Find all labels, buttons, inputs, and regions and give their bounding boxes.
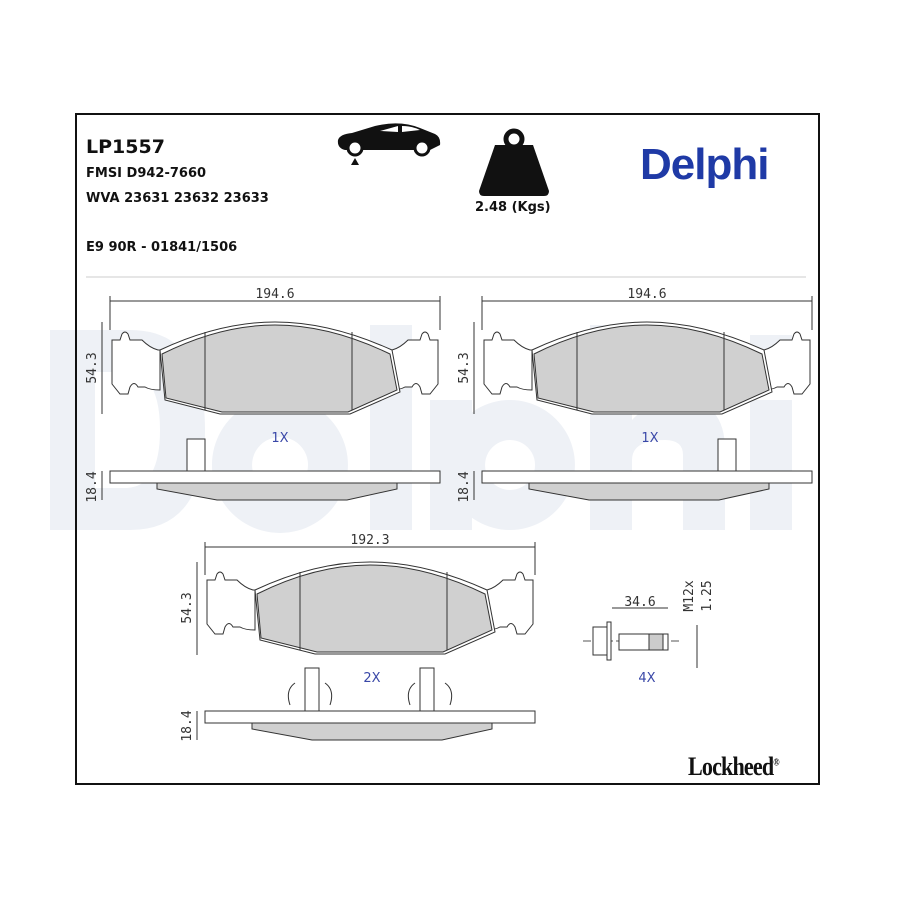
thickness-dim: 18.4 xyxy=(180,710,195,741)
wva-codes: WVA 23631 23632 23633 xyxy=(86,191,269,206)
weight-value: 2.48 (Kgs) xyxy=(475,200,551,215)
approval-code: E9 90R - 01841/1506 xyxy=(86,240,238,255)
delphi-logo: Delphi xyxy=(640,140,769,189)
weight-icon xyxy=(479,128,549,196)
height-dim: 54.3 xyxy=(85,352,100,383)
pad-drawing-1: 194.6 54.3 1X 18.4 xyxy=(85,287,441,503)
height-dim: 54.3 xyxy=(457,352,472,383)
width-dim: 192.3 xyxy=(350,533,389,548)
qty-label: 1X xyxy=(641,431,658,446)
height-dim: 54.3 xyxy=(180,592,195,623)
thread-dim-b: 1.25 xyxy=(700,580,715,611)
registered-mark: ® xyxy=(773,757,779,769)
width-dim: 194.6 xyxy=(627,287,666,302)
width-dim: 194.6 xyxy=(255,287,294,302)
pad-drawing-3: 192.3 54.3 2X 18.4 xyxy=(180,533,536,742)
pad-drawing-2: 194.6 54.3 1X 18.4 xyxy=(457,287,813,503)
bolt-drawing: 34.6 M12x 1.25 4X xyxy=(583,580,715,686)
thread-dim-a: M12x xyxy=(682,580,697,611)
thickness-dim: 18.4 xyxy=(457,471,472,502)
qty-label: 2X xyxy=(363,671,380,686)
sheet-frame xyxy=(75,113,820,785)
thickness-dim: 18.4 xyxy=(85,471,100,502)
bolt-length-dim: 34.6 xyxy=(624,595,655,610)
lockheed-text: Lockheed xyxy=(688,752,774,781)
qty-label: 1X xyxy=(271,431,288,446)
qty-label: 4X xyxy=(638,671,655,686)
fmsi-code: FMSI D942-7660 xyxy=(86,166,207,181)
lockheed-logo: Lockheed® xyxy=(688,752,780,782)
car-front-axle-icon xyxy=(337,123,441,165)
part-number: LP1557 xyxy=(86,136,165,158)
